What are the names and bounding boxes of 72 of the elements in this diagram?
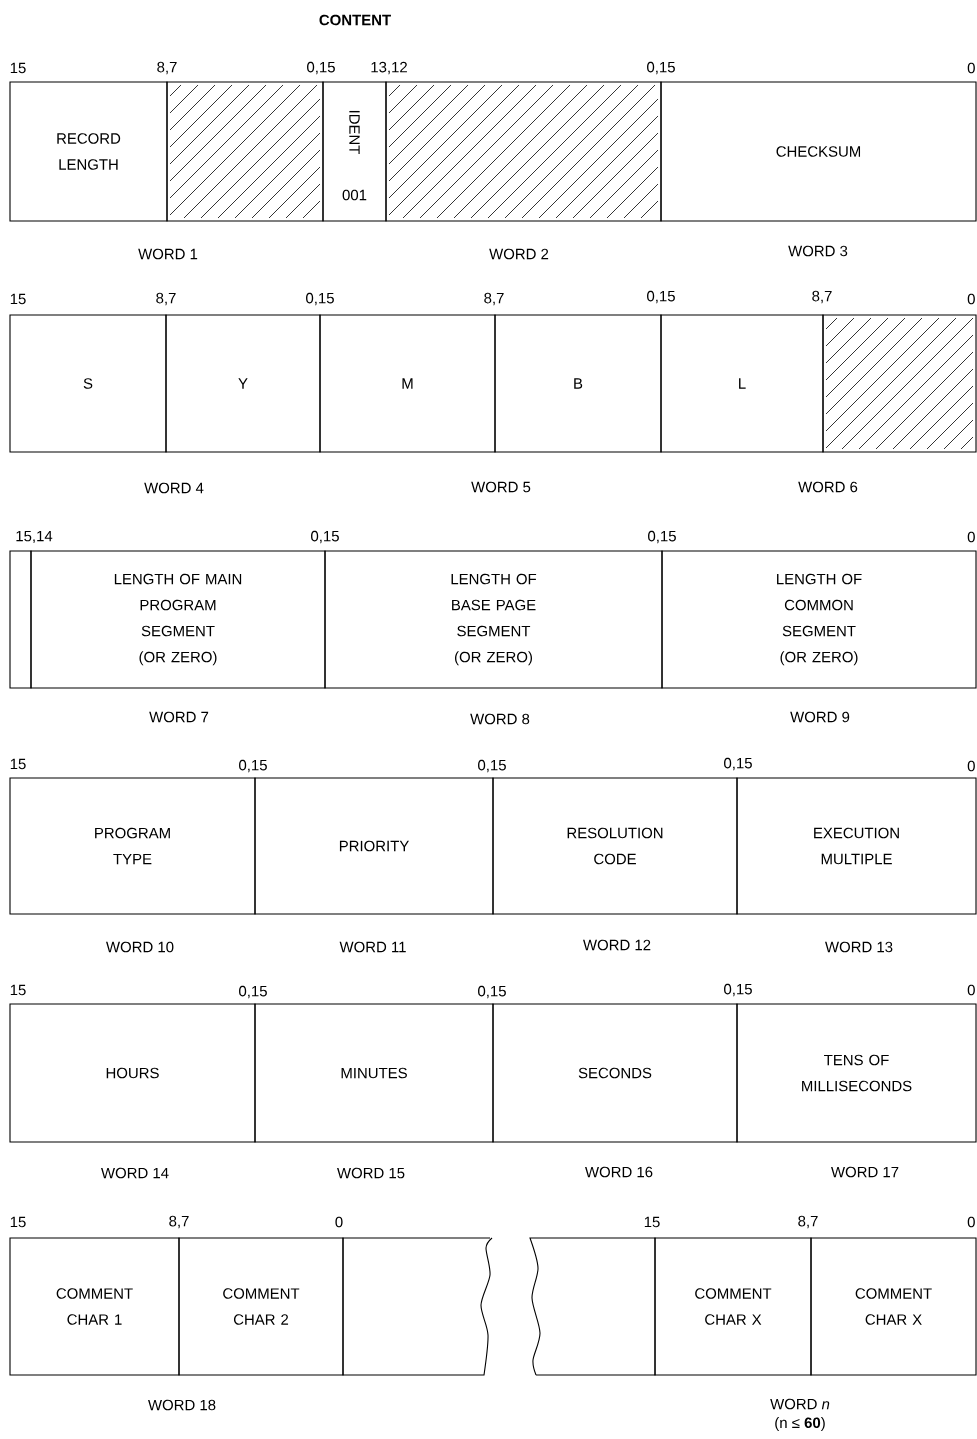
word-label: WORD 1 bbox=[138, 248, 198, 260]
word-label: WORD 15 bbox=[337, 1167, 405, 1179]
title: CONTENT bbox=[319, 14, 391, 26]
word-label: WORD 17 bbox=[831, 1166, 899, 1178]
field-box: M bbox=[319, 314, 496, 453]
field-box: RESOLUTION CODE bbox=[492, 777, 738, 915]
field-box bbox=[9, 550, 32, 689]
word-label: WORD 7 bbox=[149, 711, 209, 723]
bit-number: 8,7 bbox=[169, 1215, 189, 1229]
bit-number: 13,12 bbox=[371, 61, 407, 75]
bit-number: 8,7 bbox=[812, 290, 832, 304]
bit-number: 0,15 bbox=[239, 985, 267, 999]
bit-number: 0,15 bbox=[311, 530, 339, 544]
word-label: WORD 12 bbox=[583, 939, 651, 951]
field-box: LENGTH OF COMMON SEGMENT (OR ZERO) bbox=[661, 550, 977, 689]
field-box: COMMENT CHAR X bbox=[810, 1237, 977, 1376]
field-box: LENGTH OF MAIN PROGRAM SEGMENT (OR ZERO) bbox=[30, 550, 326, 689]
word-label: WORD n bbox=[770, 1398, 830, 1410]
field-box: SECONDS bbox=[492, 1003, 738, 1143]
word-label: WORD 16 bbox=[585, 1166, 653, 1178]
word-label: WORD 14 bbox=[101, 1167, 169, 1179]
bit-number: 0,15 bbox=[647, 61, 675, 75]
field-box: IDENT 001 bbox=[322, 81, 387, 222]
bit-number: 0,15 bbox=[478, 985, 506, 999]
word-label: WORD 18 bbox=[148, 1399, 216, 1411]
bit-number: 0,15 bbox=[239, 759, 267, 773]
word-label: WORD 3 bbox=[788, 245, 848, 257]
word-label: WORD 6 bbox=[798, 481, 858, 493]
bit-number: 8,7 bbox=[157, 61, 177, 75]
field-box: TENS OF MILLISECONDS bbox=[736, 1003, 977, 1143]
torn-field-box bbox=[342, 1237, 493, 1376]
bit-number: 0 bbox=[335, 1216, 343, 1228]
word-label: WORD 5 bbox=[471, 481, 531, 493]
torn-field-box bbox=[529, 1237, 656, 1376]
bit-number: 15,14 bbox=[16, 530, 53, 544]
field-box: RECORD LENGTH bbox=[9, 81, 168, 222]
word-label: WORD 8 bbox=[470, 713, 530, 725]
field-box: COMMENT CHAR X bbox=[654, 1237, 812, 1376]
field-box: PRIORITY bbox=[254, 777, 494, 915]
field-box: CHECKSUM bbox=[660, 81, 977, 222]
bit-number: 0,15 bbox=[724, 757, 752, 771]
field-box: COMMENT CHAR 2 bbox=[178, 1237, 344, 1376]
field-box: LENGTH OF BASE PAGE SEGMENT (OR ZERO) bbox=[324, 550, 663, 689]
field-box: MINUTES bbox=[254, 1003, 494, 1143]
hatched-field bbox=[166, 81, 324, 222]
word-label: WORD 10 bbox=[106, 941, 174, 953]
word-label: WORD 9 bbox=[790, 711, 850, 723]
bit-number: 0,15 bbox=[647, 290, 675, 304]
word-label: WORD 4 bbox=[144, 482, 204, 494]
field-box: Y bbox=[165, 314, 321, 453]
bit-number: 0,15 bbox=[307, 61, 335, 75]
field-box: L bbox=[660, 314, 824, 453]
field-box: EXECUTION MULTIPLE bbox=[736, 777, 977, 915]
word-label: WORD 2 bbox=[489, 248, 549, 260]
word-label: (n ≤ 60) bbox=[775, 1417, 825, 1431]
hatched-field bbox=[822, 314, 977, 453]
bit-number: 0,15 bbox=[724, 983, 752, 997]
field-box: B bbox=[494, 314, 662, 453]
bit-number: 0,15 bbox=[648, 530, 676, 544]
field-box: PROGRAM TYPE bbox=[9, 777, 256, 915]
bit-number: 0,15 bbox=[478, 759, 506, 773]
field-box: COMMENT CHAR 1 bbox=[9, 1237, 180, 1376]
field-box: S bbox=[9, 314, 167, 453]
bit-number: 8,7 bbox=[798, 1215, 818, 1229]
bit-number: 15 bbox=[644, 1216, 660, 1228]
bit-number: 8,7 bbox=[484, 292, 504, 306]
hatched-field bbox=[385, 81, 662, 222]
field-box: HOURS bbox=[9, 1003, 256, 1143]
word-label: WORD 13 bbox=[825, 941, 893, 953]
bit-number: 0,15 bbox=[306, 292, 334, 306]
bit-number: 8,7 bbox=[156, 292, 176, 306]
word-label: WORD 11 bbox=[339, 941, 406, 953]
